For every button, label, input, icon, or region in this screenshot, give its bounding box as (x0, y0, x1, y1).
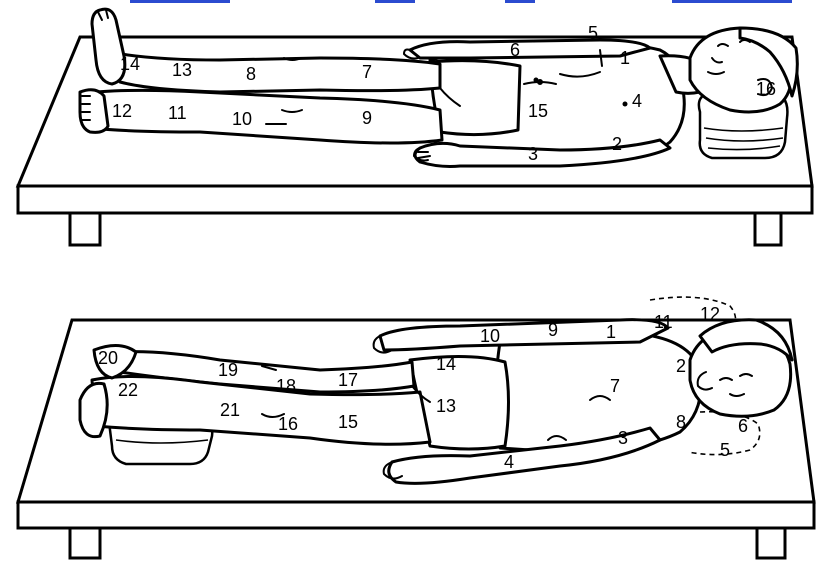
top-label-16: 16 (756, 79, 776, 99)
bottom-label-2: 2 (676, 356, 686, 376)
bottom-label-3: 3 (618, 428, 628, 448)
bottom-label-13: 13 (436, 396, 456, 416)
top-label-14: 14 (120, 54, 140, 74)
bottom-label-17: 17 (338, 370, 358, 390)
bottom-label-9: 9 (548, 320, 558, 340)
top-label-9: 9 (362, 108, 372, 128)
bottom-label-14: 14 (436, 354, 456, 374)
bottom-label-6: 6 (738, 416, 748, 436)
bottom-torso (495, 334, 701, 452)
bottom-label-5: 5 (720, 440, 730, 460)
top-label-6: 6 (510, 40, 520, 60)
bottom-label-16: 16 (278, 414, 298, 434)
bottom-label-19: 19 (218, 360, 238, 380)
top-point-4 (623, 102, 628, 107)
bottom-label-22: 22 (118, 380, 138, 400)
top-label-7: 7 (362, 62, 372, 82)
bottom-label-20: 20 (98, 348, 118, 368)
bottom-label-4: 4 (504, 452, 514, 472)
top-label-8: 8 (246, 64, 256, 84)
top-label-1: 1 (620, 48, 630, 68)
top-label-4: 4 (632, 91, 642, 111)
bottom-label-1: 1 (606, 322, 616, 342)
bottom-label-8: 8 (676, 412, 686, 432)
bottom-label-21: 21 (220, 400, 240, 420)
bottom-label-18: 18 (276, 376, 296, 396)
bottom-label-15: 15 (338, 412, 358, 432)
top-arm-upper (410, 40, 650, 58)
top-label-15: 15 (528, 101, 548, 121)
bottom-label-11: 11 (654, 312, 673, 332)
top-label-2: 2 (612, 134, 622, 154)
top-label-13: 13 (172, 60, 192, 80)
top-hips (430, 61, 520, 135)
bottom-label-12: 12 (700, 304, 720, 324)
top-label-5: 5 (588, 23, 598, 43)
top-edge-accents (130, 0, 792, 3)
top-label-11: 11 (168, 103, 187, 123)
top-label-12: 12 (112, 101, 132, 121)
top-label-10: 10 (232, 109, 252, 129)
bottom-foot-front (80, 383, 107, 436)
bottom-label-10: 10 (480, 326, 500, 346)
top-label-3: 3 (528, 144, 538, 164)
bottom-label-7: 7 (610, 376, 620, 396)
top-point-15 (534, 78, 539, 83)
